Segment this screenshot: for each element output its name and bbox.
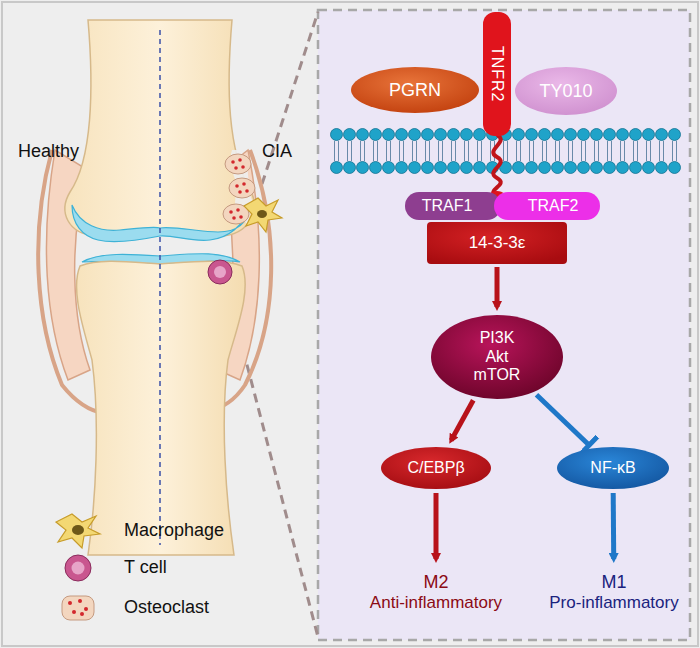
node-text: TRAF2 (528, 197, 579, 215)
signal-node: TRAF1 (405, 192, 489, 220)
region-label: Healthy (18, 141, 79, 162)
node-text: M2 (423, 572, 448, 593)
node-text: TNFR2 (488, 46, 506, 103)
node-text: Anti-inflammatory (370, 593, 502, 613)
activation-arrow (611, 493, 617, 559)
outcome-label: M2Anti-inflammatory (364, 566, 508, 618)
node-text: TRAF1 (422, 197, 473, 215)
legend-text: Macrophage (124, 520, 224, 541)
signal-node: PGRN (350, 66, 480, 114)
outcome-label: M1Pro-inflammatory (543, 566, 684, 618)
node-text: TY010 (539, 81, 592, 102)
node-text: NF-κB (590, 459, 635, 477)
activation-arrow (451, 400, 473, 440)
signal-node: PI3K Akt mTOR (430, 314, 564, 400)
signal-node: TRAF2 (506, 192, 600, 220)
node-text: M1 (601, 572, 626, 593)
signal-node: C/EBPβ (380, 446, 492, 490)
legend-text: Osteoclast (124, 597, 209, 618)
activation-arrow (495, 267, 500, 307)
signal-node: TY010 (514, 66, 618, 116)
legend-text: T cell (124, 557, 167, 578)
region-label: CIA (262, 141, 292, 162)
node-text: C/EBPβ (407, 459, 464, 477)
signal-node: 14-3-3ε (427, 222, 567, 264)
node-text: PGRN (389, 80, 441, 101)
node-text: PI3K Akt mTOR (467, 329, 527, 384)
signal-node: NF-κB (556, 446, 670, 490)
inhibition-arrow (536, 395, 589, 446)
node-text: Pro-inflammatory (549, 593, 678, 613)
node-text: 14-3-3ε (469, 233, 526, 253)
signal-node: TNFR2 (483, 12, 511, 136)
activation-arrow (433, 493, 438, 559)
